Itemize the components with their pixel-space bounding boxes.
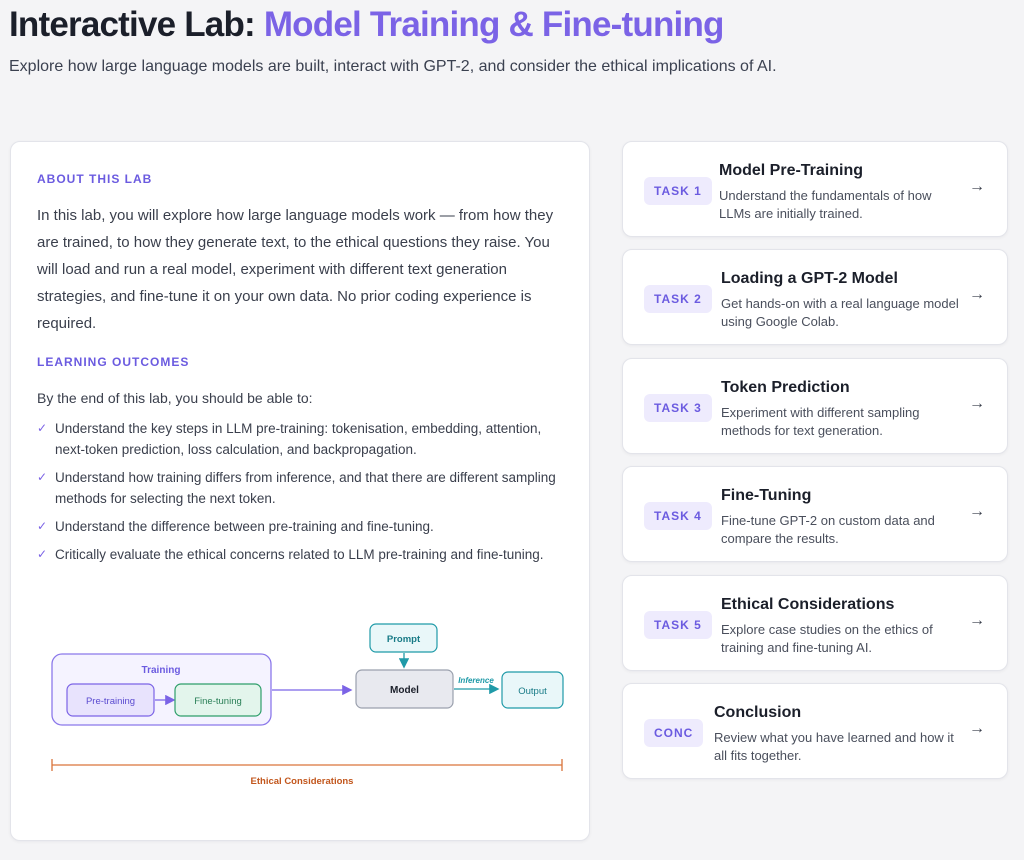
about-label: ABOUT THIS LAB — [37, 172, 153, 186]
task-badge: TASK 5 — [644, 611, 712, 639]
task-title: Loading a GPT-2 Model — [721, 270, 898, 287]
task-card-3[interactable]: TASK 3 Token Prediction Experiment with … — [622, 358, 1008, 454]
checkmark-icon: ✓ — [37, 421, 48, 435]
outcome-text: Understand the difference between pre-tr… — [55, 519, 434, 534]
arrow-right-icon: → — [969, 720, 985, 737]
task-description: Experiment with different sampling metho… — [721, 405, 920, 438]
model-label: Model — [390, 685, 419, 696]
output-box — [501, 671, 564, 709]
page-subtitle: Explore how large language models are bu… — [9, 58, 777, 75]
page-header: Interactive Lab: Model Training & Fine-t… — [9, 4, 777, 76]
arrow-right-icon: → — [969, 395, 985, 412]
arrow-right-icon: → — [969, 612, 985, 629]
outcome-text: Critically evaluate the ethical concerns… — [55, 547, 544, 562]
training-pipeline-diagram: Training Pre-training Fine-tuning Prompt… — [51, 623, 564, 787]
task-title: Model Pre-Training — [719, 162, 864, 179]
about-intro: In this lab, you will explore how large … — [37, 207, 554, 332]
task-description: Understand the fundamentals of how LLMs … — [719, 188, 932, 221]
task-card-conclusion[interactable]: CONC Conclusion Review what you have lea… — [622, 683, 1008, 779]
ethics-label: Ethical Considerations — [251, 776, 354, 787]
outcome-item: ✓ Critically evaluate the ethical concern… — [37, 544, 567, 565]
title-accent: Model Training & Fine-tuning — [263, 5, 725, 44]
pretraining-label: Pre-training — [86, 696, 135, 707]
prompt-label: Prompt — [387, 634, 421, 645]
output-label: Output — [518, 686, 547, 697]
outcomes-lead: By the end of this lab, you should be ab… — [37, 390, 313, 406]
about-lab-card: ABOUT THIS LAB In this lab, you will exp… — [10, 141, 590, 841]
outcome-item: ✓ Understand how training differs from in… — [37, 467, 567, 509]
model-box — [355, 669, 454, 709]
outcome-item: ✓ Understand the key steps in LLM pre-tra… — [37, 418, 567, 460]
checkmark-icon: ✓ — [37, 470, 48, 484]
task-description: Explore case studies on the ethics of tr… — [721, 622, 933, 655]
finetuning-box — [174, 683, 262, 717]
prompt-box — [369, 623, 438, 653]
task-description: Get hands-on with a real language model … — [721, 296, 959, 329]
task-badge: TASK 4 — [644, 502, 712, 530]
arrow-right-icon: → — [969, 503, 985, 520]
task-card-4[interactable]: TASK 4 Fine-Tuning Fine-tune GPT-2 on cu… — [622, 466, 1008, 562]
inference-label: Inference — [458, 676, 494, 685]
pretraining-box — [66, 683, 155, 717]
learning-outcomes-label: LEARNING OUTCOMES — [37, 355, 190, 369]
task-title: Token Prediction — [721, 379, 850, 396]
checkmark-icon: ✓ — [37, 547, 48, 561]
finetuning-label: Fine-tuning — [194, 696, 242, 707]
arrow-right-icon: → — [969, 286, 985, 303]
task-description: Fine-tune GPT-2 on custom data and compa… — [721, 513, 935, 546]
outcomes-list: ✓ Understand the key steps in LLM pre-tra… — [37, 418, 567, 572]
checkmark-icon: ✓ — [37, 519, 48, 533]
task-title: Ethical Considerations — [721, 596, 895, 613]
task-title: Fine-Tuning — [721, 487, 812, 504]
task-card-5[interactable]: TASK 5 Ethical Considerations Explore ca… — [622, 575, 1008, 671]
task-badge: TASK 2 — [644, 285, 712, 313]
task-card-1[interactable]: TASK 1 Model Pre-Training Understand the… — [622, 141, 1008, 237]
page-title: Interactive Lab: Model Training & Fine-t… — [9, 4, 777, 46]
task-title: Conclusion — [714, 704, 802, 721]
outcome-text: Understand the key steps in LLM pre-trai… — [55, 421, 542, 457]
title-main: Interactive Lab: — [9, 5, 264, 44]
task-badge: TASK 3 — [644, 394, 712, 422]
task-badge: TASK 1 — [644, 177, 712, 205]
task-description: Review what you have learned and how it … — [714, 730, 954, 763]
task-card-2[interactable]: TASK 2 Loading a GPT-2 Model Get hands-o… — [622, 249, 1008, 345]
outcome-item: ✓ Understand the difference between pre-t… — [37, 516, 567, 537]
arrow-right-icon: → — [969, 178, 985, 195]
outcome-text: Understand how training differs from inf… — [55, 470, 556, 506]
task-badge: CONC — [644, 719, 704, 747]
training-label: Training — [142, 665, 181, 676]
